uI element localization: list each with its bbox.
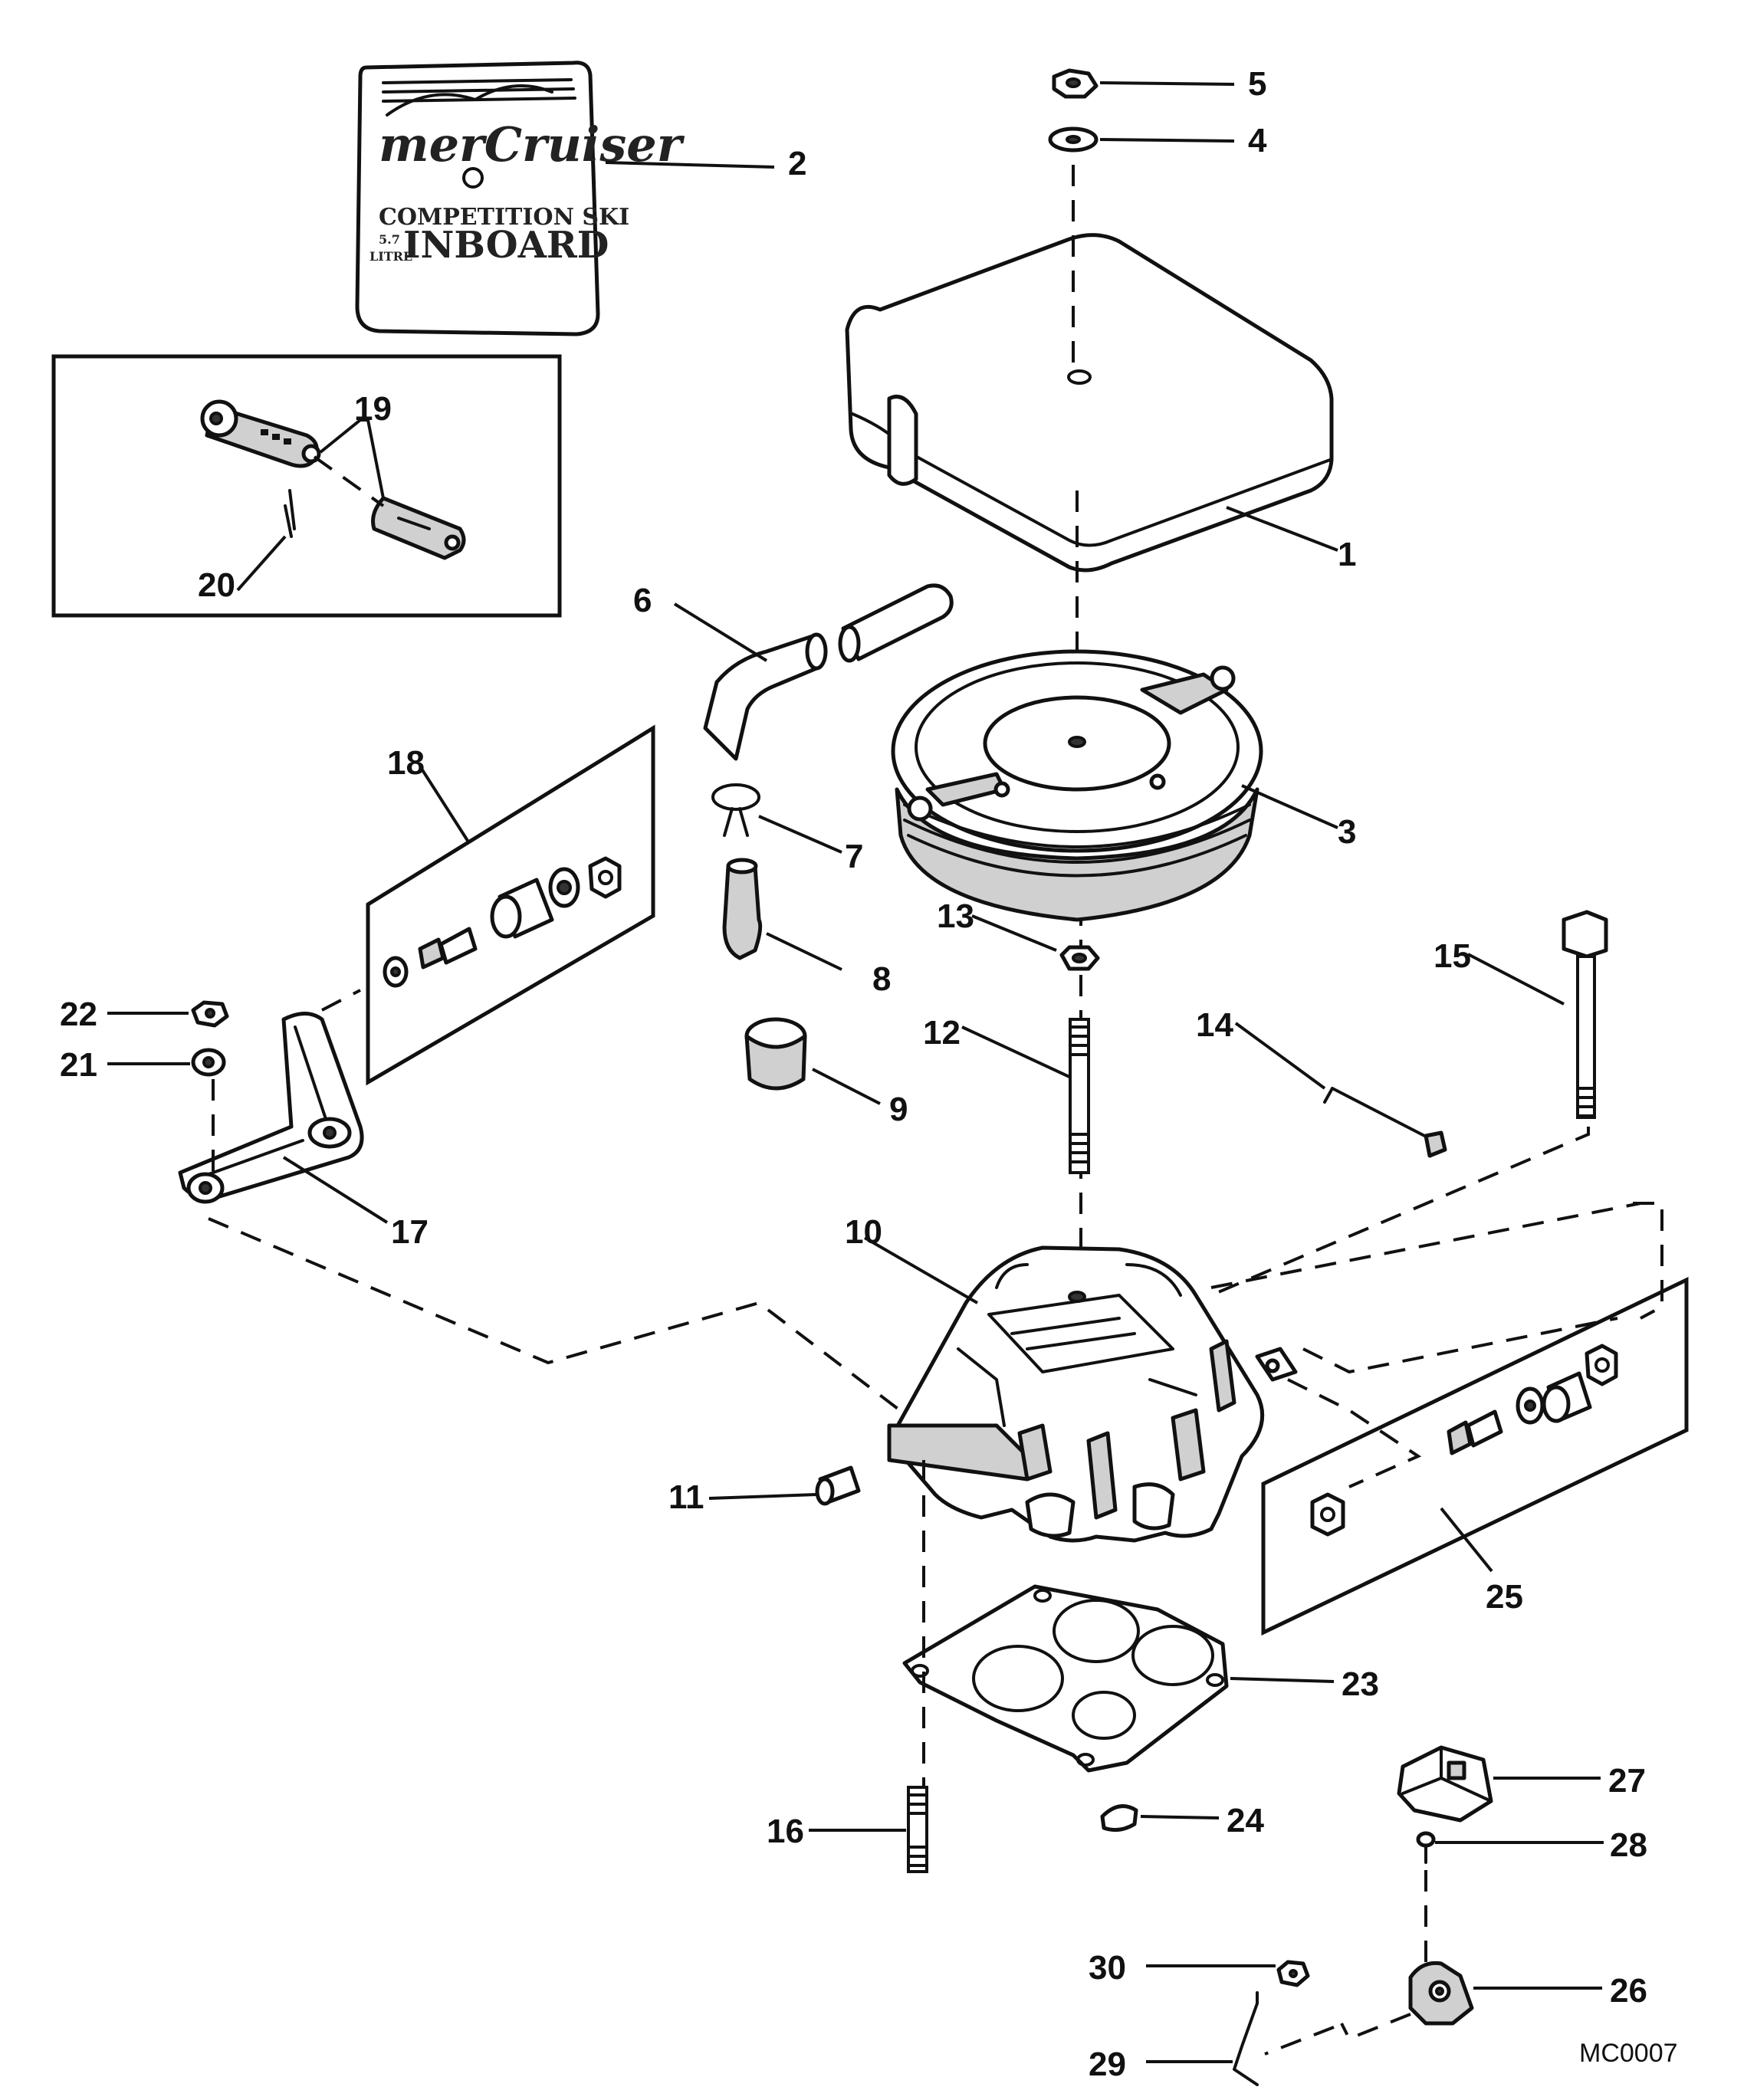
- vent-hose: [703, 583, 954, 761]
- callout-22: 22: [60, 996, 97, 1033]
- callout-14: 14: [1196, 1006, 1233, 1044]
- callout-25: 25: [1486, 1578, 1523, 1616]
- bolt: [1562, 910, 1608, 1119]
- callout-7: 7: [845, 838, 863, 875]
- callout-13: 13: [937, 897, 974, 935]
- decal-line1: COMPETITION SKI: [379, 204, 629, 231]
- callout-5: 5: [1248, 65, 1266, 103]
- callout-27: 27: [1608, 1762, 1646, 1800]
- callout-28: 28: [1610, 1826, 1647, 1864]
- callout-4: 4: [1248, 122, 1267, 159]
- callout-23: 23: [1342, 1665, 1379, 1703]
- plug: [1100, 1804, 1138, 1833]
- fuel-inlet-fitting: [815, 1465, 861, 1506]
- hardware-kit-box-left: [366, 724, 655, 1086]
- callout-10: 10: [845, 1213, 882, 1251]
- hardware-kit-box-right: [1261, 1277, 1689, 1636]
- lever-nut: [191, 1000, 229, 1028]
- mounting-stud: [907, 1786, 928, 1873]
- callout-29: 29: [1089, 2046, 1126, 2083]
- callout-15: 15: [1434, 937, 1471, 975]
- stud: [1069, 1018, 1090, 1174]
- callout-11: 11: [668, 1478, 704, 1516]
- grommet: [744, 1017, 807, 1091]
- decal-size-bottom: LITRE: [369, 249, 412, 264]
- air-cleaner-element: [891, 649, 1263, 922]
- wing-nut: [1052, 68, 1099, 99]
- callout-19: 19: [354, 390, 392, 428]
- decal-size-top: 5.7: [379, 232, 400, 247]
- hose-clamp: [711, 783, 760, 837]
- callout-24: 24: [1227, 1802, 1264, 1839]
- choke-housing: [1408, 1961, 1474, 2026]
- callout-18: 18: [387, 744, 425, 782]
- throttle-lever: [178, 1012, 364, 1204]
- callout-3: 3: [1338, 813, 1356, 851]
- callout-21: 21: [60, 1046, 97, 1084]
- carburetor: [887, 1245, 1298, 1543]
- lever-lockwasher: [191, 1048, 226, 1077]
- carburetor-gasket: [902, 1584, 1229, 1773]
- callout-12: 12: [923, 1014, 961, 1052]
- callout-17: 17: [391, 1213, 429, 1251]
- callout-6: 6: [633, 582, 652, 619]
- callout-26: 26: [1610, 1972, 1647, 2010]
- choke-screw: [1416, 1831, 1436, 1864]
- decal-part: merCruiser COMPETITION SKI 5.7 LITRE INB…: [355, 61, 685, 336]
- stud-nut: [1059, 945, 1100, 971]
- choke-nut: [1276, 1960, 1310, 1987]
- callout-8: 8: [872, 960, 891, 998]
- callout-1: 1: [1338, 536, 1356, 573]
- callout-30: 30: [1089, 1949, 1126, 1987]
- choke-rod-clip: [1233, 1991, 1259, 2086]
- decal-line2: INBOARD: [403, 224, 609, 267]
- callout-20: 20: [198, 566, 235, 604]
- choke-rod: [1323, 1087, 1447, 1158]
- choke-cover: [1397, 1745, 1493, 1823]
- washer: [1048, 126, 1099, 153]
- inset-box: [51, 354, 562, 618]
- air-cleaner-cover: [845, 233, 1334, 573]
- diagram-code: MC0007: [1579, 2039, 1678, 2068]
- pcv-valve: [722, 858, 763, 960]
- callout-16: 16: [767, 1813, 804, 1850]
- callout-9: 9: [889, 1091, 908, 1128]
- callout-2: 2: [788, 145, 806, 182]
